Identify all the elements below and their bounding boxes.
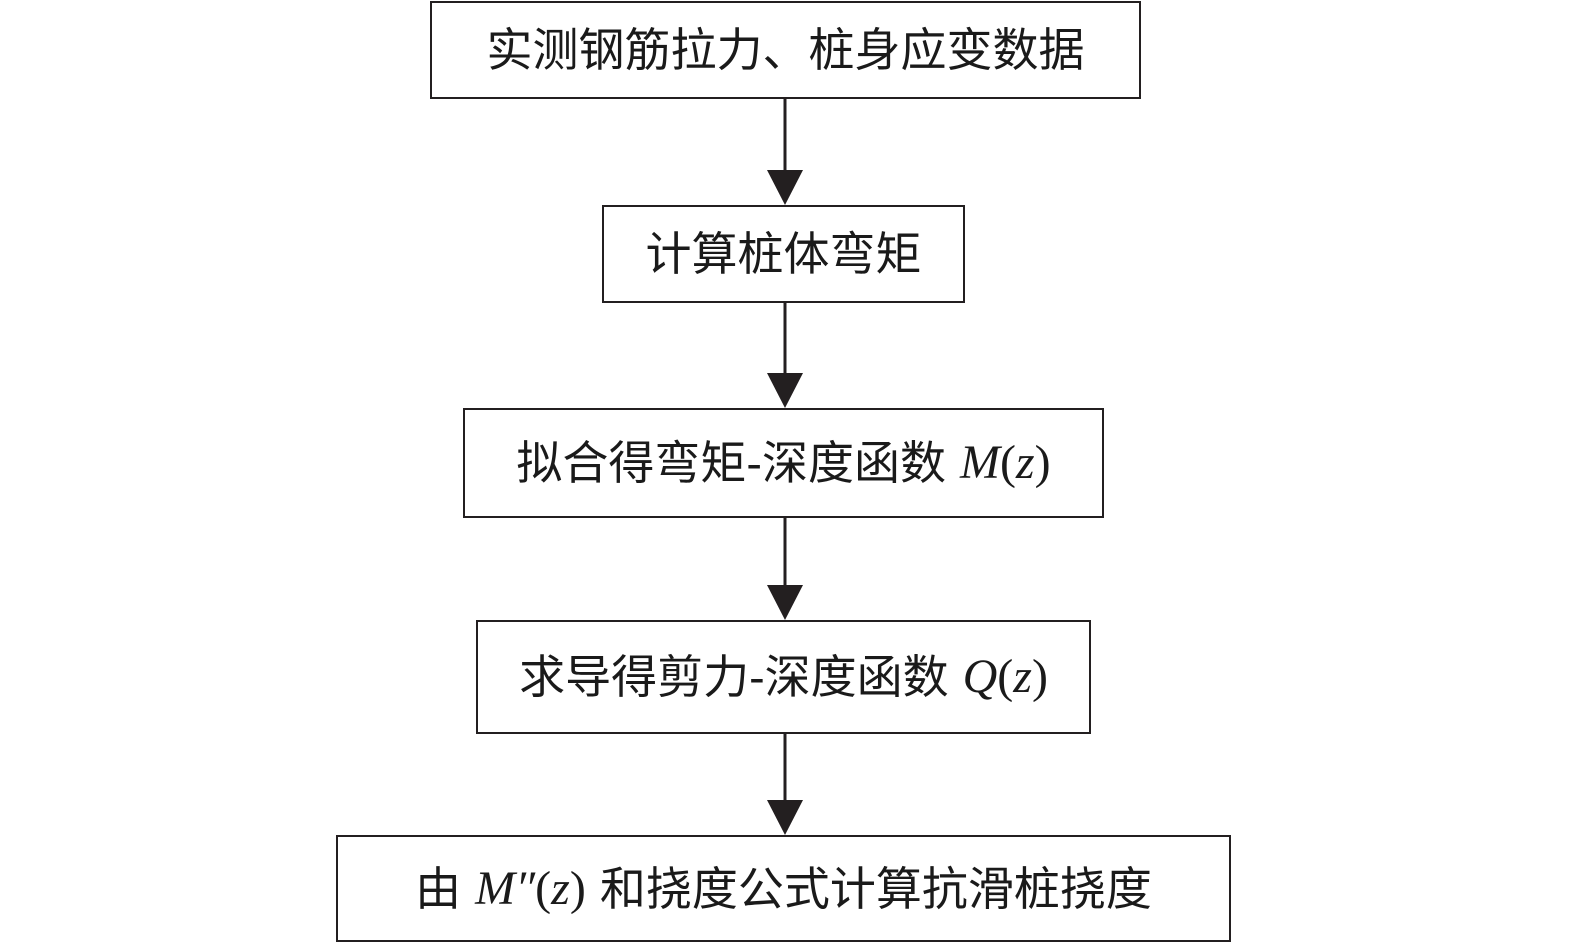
step-measured-data-box: 实测钢筋拉力、桩身应变数据: [430, 1, 1141, 99]
moment-open-paren: (: [999, 436, 1016, 489]
step-bending-moment-box: 计算桩体弯矩: [602, 205, 965, 303]
moment-close-paren: ): [1034, 436, 1051, 489]
shear-function-expression: Q(z): [963, 653, 1048, 701]
step-deflection-suffix: 和挠度公式计算抗滑桩挠度: [599, 861, 1152, 916]
arrow-3-to-4: [767, 518, 803, 620]
second-derivative-close-paren: ): [569, 861, 586, 915]
step-deflection-prefix: 由: [415, 861, 462, 916]
moment-function-expression: M(z): [960, 439, 1051, 487]
moment-symbol: M: [959, 436, 1000, 489]
arrow-2-to-3: [767, 303, 803, 408]
second-derivative-arg: z: [551, 861, 570, 915]
shear-close-paren: ): [1031, 650, 1048, 703]
second-derivative-expression: M″(z): [475, 861, 586, 915]
step-bending-moment-label: 计算桩体弯矩: [645, 227, 922, 281]
arrow-1-to-2: [767, 99, 803, 205]
step-shear-derivative-label: 求导得剪力-深度函数: [519, 650, 949, 704]
second-derivative-open-paren: (: [535, 861, 552, 915]
moment-arg: z: [1015, 436, 1035, 489]
shear-arg: z: [1013, 650, 1032, 703]
arrow-4-to-5: [767, 734, 803, 835]
shear-open-paren: (: [997, 650, 1014, 703]
step-measured-data-label: 实测钢筋拉力、桩身应变数据: [486, 23, 1085, 77]
step-moment-fit-label: 拟合得弯矩-深度函数: [516, 436, 946, 490]
second-derivative-symbol: M″: [475, 861, 536, 915]
shear-symbol: Q: [962, 650, 998, 703]
